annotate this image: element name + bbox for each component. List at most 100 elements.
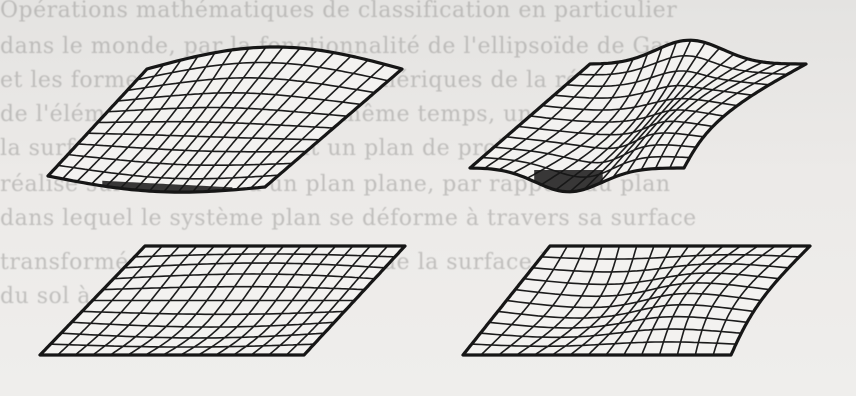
grid-line-column xyxy=(612,53,735,179)
grid-line-column xyxy=(658,245,742,356)
grid-line-column xyxy=(498,245,586,356)
grid-line-column xyxy=(516,245,603,356)
grid-line-column xyxy=(526,53,649,180)
plate-outline xyxy=(468,38,808,194)
grid-line-row xyxy=(506,292,762,309)
grid-line-column xyxy=(163,46,284,193)
grid-line-column xyxy=(551,245,638,356)
grid-line-column xyxy=(177,47,301,193)
grid-line-row xyxy=(489,315,748,329)
plate-outline xyxy=(461,244,812,357)
grid-line-column xyxy=(109,245,215,356)
grid-line-column xyxy=(206,52,335,193)
grid-line-row xyxy=(480,328,742,339)
background-text-line: dans lequel le système plan se déforme à… xyxy=(0,206,697,231)
grid-line-row xyxy=(541,253,800,260)
bulge-shadow xyxy=(102,180,233,193)
grid-line-column xyxy=(569,39,692,193)
grid-line-column xyxy=(192,49,318,193)
grid-line-column xyxy=(268,245,371,356)
plate-outline xyxy=(38,244,407,357)
grid-line-row xyxy=(505,132,704,150)
grid-line-row xyxy=(77,143,307,153)
grid-line-row xyxy=(57,164,279,180)
grid-line-row xyxy=(493,143,697,164)
grid-line-row xyxy=(67,153,293,166)
plate-wave-fold xyxy=(468,38,808,194)
grid-line-column xyxy=(623,245,707,356)
grid-line-row xyxy=(97,120,334,129)
grid-line-row xyxy=(532,262,789,273)
grid-line-column xyxy=(76,59,182,183)
grid-line-column xyxy=(676,245,759,356)
grid-line-column xyxy=(583,42,706,190)
grid-line-row xyxy=(50,343,315,348)
grid-line-column xyxy=(57,245,163,356)
grid-line-row xyxy=(515,282,770,298)
grid-line-column xyxy=(197,245,302,356)
grid-line-column xyxy=(540,47,663,186)
grid-line-column xyxy=(483,62,606,170)
grid-line-column xyxy=(119,49,233,189)
grid-line-column xyxy=(480,245,569,356)
bulge-shadow xyxy=(534,170,603,192)
grid-line-column xyxy=(534,245,621,356)
grid-line-column xyxy=(668,63,792,169)
grid-line-row xyxy=(529,109,725,123)
plate-wave-shear xyxy=(461,244,812,357)
grid-line-column xyxy=(105,52,216,187)
grid-line-column xyxy=(127,245,233,356)
grid-line-row xyxy=(541,97,738,111)
grid-line-row xyxy=(87,132,320,141)
grid-line-column xyxy=(587,245,673,356)
grid-line-column xyxy=(74,245,181,356)
grid-line-column xyxy=(215,245,319,356)
grid-line-column xyxy=(61,63,165,180)
grid-line-row xyxy=(81,310,345,316)
plate-lens-bulge xyxy=(46,45,404,194)
grid-line-column xyxy=(90,55,199,185)
grid-line-column xyxy=(569,245,655,356)
grid-line-column xyxy=(597,47,721,185)
grid-line-row xyxy=(136,61,389,82)
grid-line-column xyxy=(512,58,634,174)
grid-line-column xyxy=(134,47,250,191)
grid-line-column xyxy=(626,58,749,174)
grid-line-row xyxy=(60,332,325,339)
grid-line-column xyxy=(555,41,678,191)
grid-line-column xyxy=(220,55,352,192)
grid-line-column xyxy=(92,245,198,356)
grid-line-column xyxy=(498,61,620,171)
grid-line-column xyxy=(249,63,386,189)
grid-line-column xyxy=(233,245,337,356)
grid-line-row xyxy=(117,92,362,106)
grid-line-column xyxy=(712,245,794,356)
grid-line-row xyxy=(523,272,779,286)
grid-line-column xyxy=(235,59,369,191)
grid-line-column xyxy=(640,245,724,356)
grid-line-column xyxy=(148,46,267,192)
grid-line-row xyxy=(553,84,753,99)
grid-line-column xyxy=(180,245,285,356)
grid-line-column xyxy=(640,61,764,171)
grid-line-row xyxy=(107,106,348,117)
grid-line-column xyxy=(654,62,778,169)
plate-gentle-shear xyxy=(38,244,407,357)
grid-line-column xyxy=(694,245,776,356)
grid-line-column xyxy=(145,245,250,356)
grid-line-row xyxy=(517,120,714,136)
grid-line-row xyxy=(71,321,335,328)
grid-line-row xyxy=(577,55,788,76)
background-text-line: Opérations mathématiques de classificati… xyxy=(0,0,678,23)
grid-line-column xyxy=(162,245,267,356)
grid-line-column xyxy=(605,245,690,356)
grid-line-row xyxy=(127,77,375,94)
grid-line-column xyxy=(250,245,354,356)
grid-line-row xyxy=(102,285,365,291)
grid-line-column xyxy=(285,245,389,356)
grid-line-row xyxy=(497,303,754,319)
grid-line-row xyxy=(134,253,395,258)
grid-line-row xyxy=(113,273,375,280)
